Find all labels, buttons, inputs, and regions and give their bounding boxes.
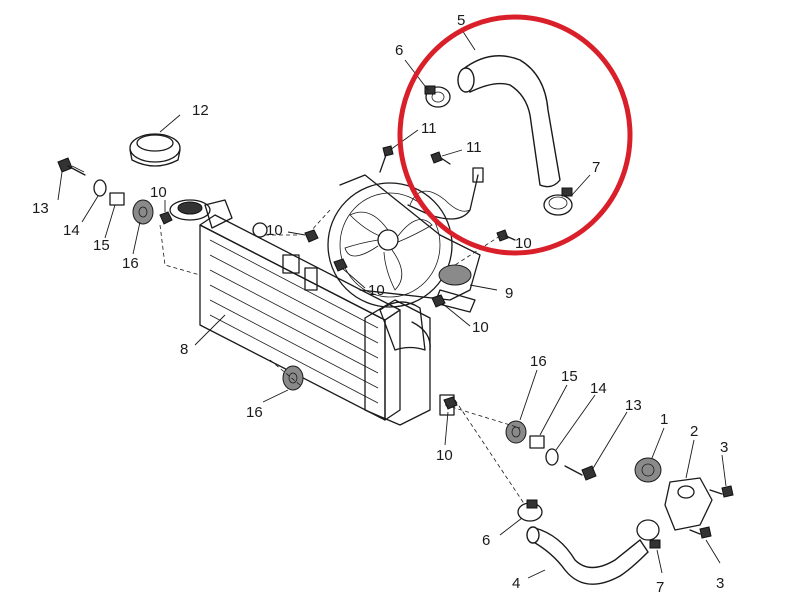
callout-11: 11	[466, 139, 482, 156]
callout-1: 1	[660, 411, 668, 428]
washer-right	[545, 448, 559, 466]
callout-13: 13	[32, 200, 49, 217]
nut-10-c	[333, 258, 348, 272]
highlight-circle	[397, 14, 633, 256]
bolt-11-b	[430, 151, 451, 165]
hose-clamp-top	[424, 85, 451, 108]
nut-10-e	[443, 396, 458, 410]
callout-labels: 1 2 3 3 4 5 6 6 7 7 8 9 10 10 10 10 10 1…	[32, 12, 728, 596]
bolt-11-c	[496, 229, 516, 242]
callout-14: 14	[590, 380, 607, 397]
bolt-left	[57, 157, 86, 176]
callout-12: 12	[192, 102, 209, 119]
callout-16: 16	[122, 255, 139, 272]
nut-10-d	[431, 294, 446, 308]
callout-5: 5	[457, 12, 465, 29]
hose-clamp-6-bottom	[517, 499, 543, 522]
bolt-3-top	[709, 485, 734, 498]
washer-left	[93, 179, 107, 197]
assembly-guide-lines	[159, 209, 526, 506]
fan-wire	[407, 167, 484, 220]
callout-10: 10	[266, 222, 283, 239]
callout-3: 3	[720, 439, 728, 456]
callout-16: 16	[530, 353, 547, 370]
callout-8: 8	[180, 341, 188, 358]
callout-4: 4	[512, 575, 520, 592]
callout-15: 15	[93, 237, 110, 254]
hose-clamp-7-bottom	[636, 519, 661, 549]
thermostat-cover	[634, 457, 662, 483]
callout-3: 3	[716, 575, 724, 592]
radiator-body	[169, 199, 455, 426]
callout-10: 10	[436, 447, 453, 464]
callout-14: 14	[63, 222, 80, 239]
callout-6: 6	[482, 532, 490, 549]
callout-15: 15	[561, 368, 578, 385]
radiator-cap	[129, 133, 181, 167]
callout-10: 10	[515, 235, 532, 252]
nut-10-b	[304, 229, 319, 243]
bolt-3-bottom	[689, 526, 712, 539]
upper-hose	[457, 55, 561, 188]
callout-13: 13	[625, 397, 642, 414]
callout-6: 6	[395, 42, 403, 59]
callout-7: 7	[592, 159, 600, 176]
grommet-left	[132, 199, 154, 225]
nut-10-a	[159, 211, 173, 225]
callout-10: 10	[368, 282, 385, 299]
callout-7: 7	[656, 579, 664, 596]
hose-clamp-right	[543, 187, 573, 216]
collar-left	[109, 192, 125, 206]
bolt-right	[564, 465, 597, 481]
water-pump-housing	[664, 477, 713, 531]
callout-2: 2	[690, 423, 698, 440]
grommet-bottom	[282, 365, 304, 391]
grommet-right	[505, 420, 527, 444]
callout-16: 16	[246, 404, 263, 421]
callout-11: 11	[421, 120, 437, 137]
callout-10: 10	[150, 184, 167, 201]
lower-hose	[526, 526, 649, 585]
cooling-fan-assembly	[327, 174, 481, 313]
callout-10: 10	[472, 319, 489, 336]
collar-right	[529, 435, 545, 449]
callout-9: 9	[505, 285, 513, 302]
bolt-11-a	[379, 145, 394, 173]
